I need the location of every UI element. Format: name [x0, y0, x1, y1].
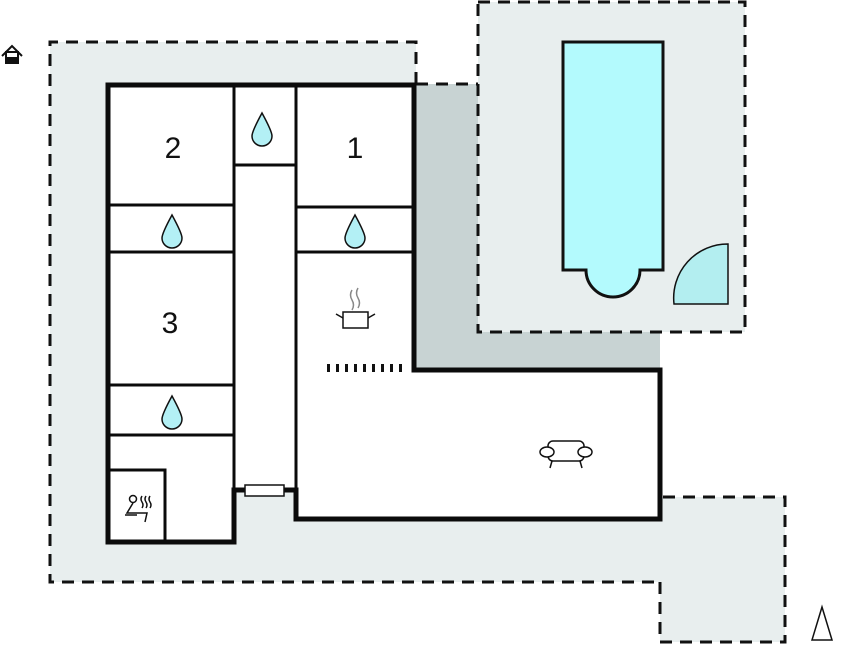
water-drop-icon	[161, 394, 183, 430]
water-drop-icon	[344, 213, 366, 249]
cooking-pot-icon	[335, 287, 376, 329]
interior-walls	[108, 85, 414, 542]
north-arrow-icon	[810, 604, 834, 641]
house-icon	[1, 44, 23, 64]
window	[244, 484, 285, 497]
water-drop-icon	[161, 213, 183, 249]
sauna-icon	[125, 494, 152, 523]
room-label-1: 1	[347, 132, 364, 165]
room-label-2: 2	[165, 132, 182, 165]
terrace-boundary	[48, 0, 787, 644]
pool	[561, 40, 665, 299]
door-swing-icon	[672, 243, 729, 305]
room-label-3: 3	[162, 307, 179, 340]
armchair-icon	[539, 440, 593, 469]
water-drop-icon	[251, 111, 273, 147]
house-interior	[105, 82, 663, 545]
